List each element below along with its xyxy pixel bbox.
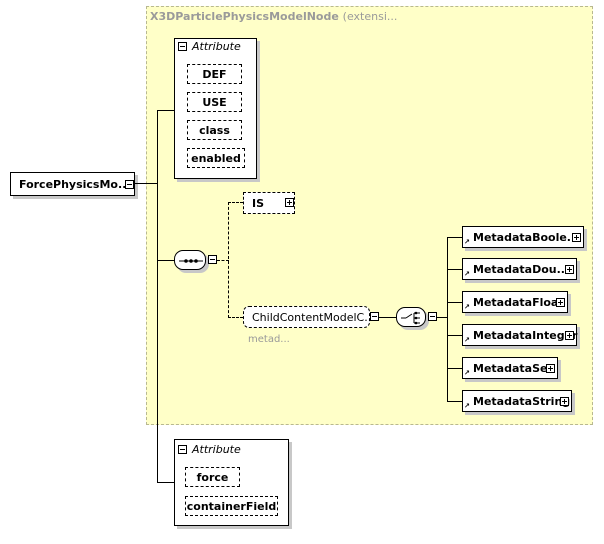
connector: [157, 482, 174, 483]
metadata-integer-label: MetadataInteger: [473, 328, 578, 342]
expand-icon[interactable]: [572, 233, 581, 242]
collapse-icon[interactable]: [428, 312, 437, 321]
sequence-compositor[interactable]: [174, 250, 206, 270]
connector: [228, 202, 229, 318]
expand-icon[interactable]: [560, 397, 569, 406]
choice-icon: [401, 311, 420, 325]
expand-icon[interactable]: [546, 364, 555, 373]
metadata-double-element[interactable]: ↗ MetadataDou...: [462, 258, 577, 280]
metadata-float-label: MetadataFloat: [473, 295, 564, 309]
connector: [379, 317, 396, 318]
metadata-set-label: MetadataSet: [473, 361, 553, 375]
attribute-container-field[interactable]: containerField: [185, 496, 278, 516]
connector: [447, 401, 462, 402]
connector: [228, 317, 243, 318]
connector: [447, 237, 448, 402]
root-element[interactable]: ForcePhysicsMo...: [10, 172, 135, 196]
metadata-string-element[interactable]: ↗ MetadataString: [462, 390, 572, 412]
connector: [157, 260, 174, 261]
reference-arrow-icon: ↗: [464, 238, 470, 246]
extension-subtitle: (extensi...: [342, 10, 398, 23]
reference-arrow-icon: ↗: [464, 369, 470, 377]
expand-icon[interactable]: [565, 265, 574, 274]
reference-arrow-icon: ↗: [464, 270, 470, 278]
metadata-boolean-label: MetadataBoole...: [473, 230, 580, 244]
connector: [447, 237, 462, 238]
connector: [447, 302, 462, 303]
child-content-group[interactable]: ChildContentModelC...: [243, 306, 375, 328]
collapse-icon[interactable]: [370, 312, 379, 321]
metadata-float-element[interactable]: ↗ MetadataFloat: [462, 291, 568, 313]
attribute-enabled[interactable]: enabled: [187, 148, 245, 168]
attribute-class[interactable]: class: [187, 120, 242, 140]
reference-arrow-icon: ↗: [464, 402, 470, 410]
connector: [447, 269, 462, 270]
expand-icon[interactable]: [565, 331, 574, 340]
is-element-label: IS: [252, 196, 265, 210]
metadata-double-label: MetadataDou...: [473, 262, 570, 276]
collapse-icon[interactable]: [178, 445, 187, 454]
metadata-string-label: MetadataString: [473, 394, 571, 408]
attribute-def[interactable]: DEF: [187, 64, 242, 84]
expand-icon[interactable]: [556, 298, 565, 307]
connector: [157, 110, 158, 483]
attribute-use[interactable]: USE: [187, 92, 242, 112]
connector: [217, 260, 229, 261]
metadata-boolean-element[interactable]: ↗ MetadataBoole...: [462, 226, 584, 248]
connector: [437, 317, 448, 318]
collapse-icon[interactable]: [178, 42, 187, 51]
attribute-group-header: Attribute: [192, 40, 241, 53]
reference-arrow-icon: ↗: [464, 336, 470, 344]
is-element[interactable]: IS: [243, 192, 295, 214]
sequence-icon: [179, 259, 203, 263]
connector: [228, 202, 243, 203]
attribute-group-header: Attribute: [192, 443, 241, 456]
collapse-icon[interactable]: [125, 180, 134, 189]
extension-name: X3DParticlePhysicsModelNode: [150, 10, 339, 23]
connector: [447, 335, 462, 336]
choice-compositor[interactable]: [396, 307, 426, 327]
collapse-icon[interactable]: [208, 255, 217, 264]
child-content-note: metad...: [248, 334, 290, 345]
connector: [157, 110, 174, 111]
expand-icon[interactable]: [285, 198, 294, 207]
metadata-integer-element[interactable]: ↗ MetadataInteger: [462, 324, 577, 346]
connector: [447, 368, 462, 369]
root-element-label: ForcePhysicsMo...: [19, 177, 131, 191]
attribute-force[interactable]: force: [185, 467, 240, 487]
reference-arrow-icon: ↗: [464, 303, 470, 311]
connector: [135, 183, 157, 184]
extension-title: X3DParticlePhysicsModelNode (extensi...: [150, 10, 397, 23]
metadata-set-element[interactable]: ↗ MetadataSet: [462, 357, 558, 379]
child-content-group-label: ChildContentModelC...: [252, 310, 375, 324]
